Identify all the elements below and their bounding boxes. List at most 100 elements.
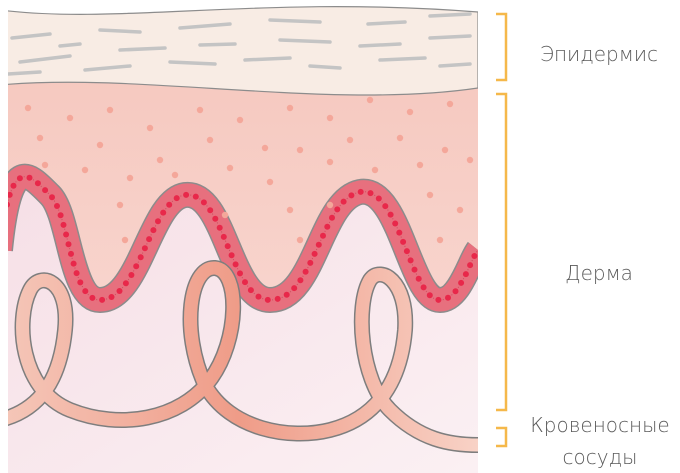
dermis-dot xyxy=(297,147,303,153)
nucleus xyxy=(427,292,433,298)
nucleus xyxy=(138,254,144,260)
nucleus xyxy=(201,199,207,205)
nucleus xyxy=(275,296,281,302)
dermis-dot xyxy=(407,109,413,115)
nucleus xyxy=(123,280,129,286)
nucleus xyxy=(146,236,152,242)
nucleus xyxy=(382,203,388,209)
nucleus xyxy=(416,276,422,282)
nucleus xyxy=(77,279,83,285)
dermis-dot xyxy=(417,162,423,168)
dermis-dot xyxy=(222,212,228,218)
nucleus xyxy=(207,207,213,213)
nucleus xyxy=(71,261,77,267)
dermis-dot xyxy=(127,175,133,181)
dermis-dot xyxy=(327,115,333,121)
nucleus xyxy=(217,225,223,231)
nucleus xyxy=(27,175,33,181)
nucleus xyxy=(316,242,322,248)
nucleus xyxy=(54,203,60,209)
vessels-label-line1: Кровеносные xyxy=(522,412,678,438)
dermis-dot xyxy=(37,135,43,141)
dermis-dot xyxy=(227,165,233,171)
nucleus xyxy=(233,261,239,267)
dermis-dot xyxy=(447,101,453,107)
vessels-label-line2: сосуды xyxy=(522,444,678,470)
nucleus xyxy=(291,285,297,291)
nucleus xyxy=(404,248,410,254)
dermis-dot xyxy=(42,162,48,168)
nucleus xyxy=(221,234,227,240)
nucleus xyxy=(303,269,309,275)
dermis-dot xyxy=(97,142,103,148)
nucleus xyxy=(229,252,235,258)
nucleus xyxy=(341,199,347,205)
nucleus xyxy=(376,196,382,202)
nucleus xyxy=(392,221,398,227)
dermis-dot xyxy=(107,107,113,113)
nucleus xyxy=(368,190,374,196)
dermis-dot xyxy=(457,207,463,213)
nucleus xyxy=(297,277,303,283)
dermis-dot xyxy=(122,237,128,243)
nucleus xyxy=(408,257,414,263)
nucleus xyxy=(2,211,8,217)
nucleus xyxy=(248,287,254,293)
dermis-dot xyxy=(327,159,333,165)
nucleus xyxy=(412,267,418,273)
dermis-label: Дерма xyxy=(524,260,674,286)
nucleus xyxy=(109,294,115,300)
nucleus xyxy=(396,230,402,236)
dermis-dot xyxy=(287,207,293,213)
dermis-dot xyxy=(287,105,293,111)
dermis-dot xyxy=(82,167,88,173)
nucleus xyxy=(11,183,17,189)
nucleus xyxy=(358,189,364,195)
epidermis-layer xyxy=(0,7,478,95)
dermis-dot xyxy=(172,172,178,178)
dermis-bracket xyxy=(496,94,506,410)
nucleus xyxy=(160,210,166,216)
dermis-dot xyxy=(262,145,268,151)
epidermis-bracket xyxy=(496,14,506,80)
nucleus xyxy=(212,216,218,222)
nucleus xyxy=(4,202,10,208)
nucleus xyxy=(89,295,95,301)
dermis-dot xyxy=(347,137,353,143)
dermis-dot xyxy=(267,179,273,185)
nucleus xyxy=(174,195,180,201)
nucleus xyxy=(471,253,477,259)
nucleus xyxy=(17,175,23,181)
nucleus xyxy=(324,224,330,230)
nucleus xyxy=(128,272,134,278)
nucleus xyxy=(0,221,6,227)
nucleus xyxy=(421,284,427,290)
nucleus xyxy=(150,227,156,233)
nucleus xyxy=(435,297,441,303)
nucleus xyxy=(467,262,473,268)
nucleus xyxy=(458,280,464,286)
nucleus xyxy=(193,194,199,200)
nucleus xyxy=(66,241,72,247)
dermis-dot xyxy=(157,157,163,163)
dermis-dot xyxy=(67,115,73,121)
nucleus xyxy=(142,245,148,251)
nucleus xyxy=(312,251,318,257)
nucleus xyxy=(307,260,313,266)
nucleus xyxy=(58,212,64,218)
nucleus xyxy=(445,295,451,301)
dermis-dot xyxy=(442,147,448,153)
nucleus xyxy=(265,297,271,303)
dermis-dot xyxy=(297,237,303,243)
nucleus xyxy=(0,241,4,247)
nucleus xyxy=(320,233,326,239)
dermis-dot xyxy=(327,202,333,208)
nucleus xyxy=(35,180,41,186)
nucleus xyxy=(63,232,69,238)
nucleus xyxy=(166,202,172,208)
nucleus xyxy=(7,192,13,198)
nucleus xyxy=(0,231,5,237)
nucleus xyxy=(133,263,139,269)
nucleus xyxy=(61,222,67,228)
